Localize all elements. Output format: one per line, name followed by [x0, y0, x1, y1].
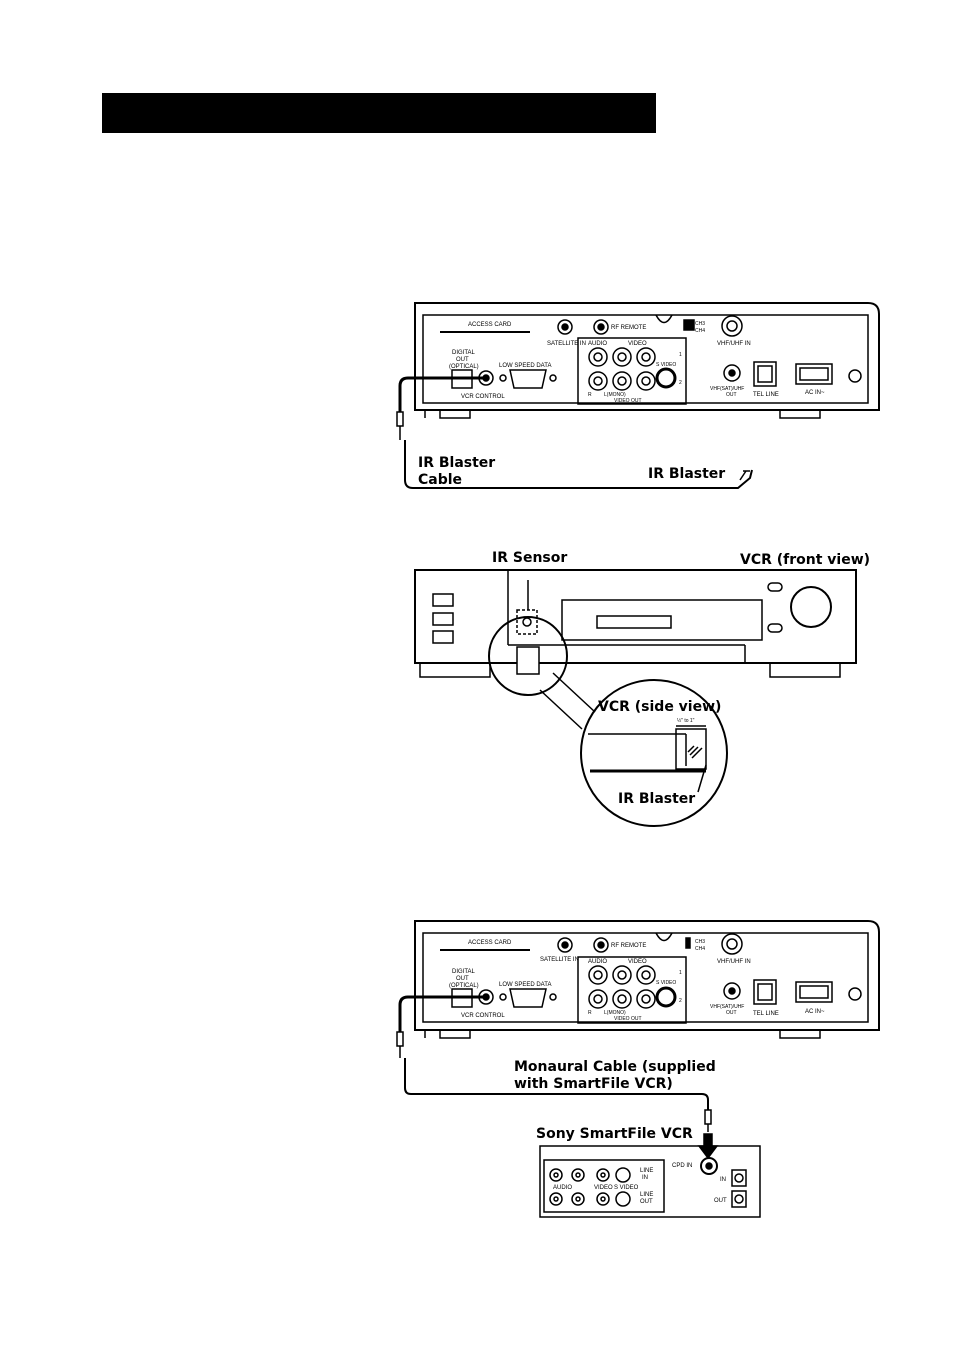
label-sf-video: VIDEO — [594, 1185, 613, 1191]
label-vcr-control: VCR CONTROL — [461, 394, 505, 400]
label-digital-2: DIGITAL — [452, 969, 476, 975]
label-one-2: 1 — [679, 970, 682, 976]
label-sf-s-video: S VIDEO — [614, 1185, 639, 1191]
label-vcr-side-view: VCR (side view) — [598, 699, 721, 715]
label-audio-2: AUDIO — [588, 959, 607, 965]
label-rf-remote: RF REMOTE — [611, 325, 646, 331]
label-low-speed-data: LOW SPEED DATA — [499, 363, 551, 369]
label-line-out-1: LINE — [640, 1192, 653, 1198]
label-ch4-2: CH4 — [695, 946, 705, 952]
label-sf-out: OUT — [714, 1198, 727, 1204]
label-ir-sensor: IR Sensor — [492, 550, 567, 566]
label-vhf-sat-uhf-2: VHF(SAT)/UHF — [710, 1004, 744, 1010]
label-vcr-front-view: VCR (front view) — [740, 552, 870, 568]
label-s-video-2: S VIDEO — [656, 980, 676, 986]
label-sf-audio: AUDIO — [553, 1185, 572, 1191]
label-ch4: CH4 — [695, 328, 705, 334]
label-audio: AUDIO — [588, 341, 607, 347]
label-tel-line: TEL LINE — [753, 392, 779, 398]
label-vhf-out: OUT — [726, 392, 737, 398]
label-satellite-in-2: SATELLITE IN — [540, 957, 579, 963]
label-satellite-in: SATELLITE IN — [547, 341, 586, 347]
label-monaural-cable-1: Monaural Cable (supplied — [514, 1059, 716, 1075]
label-tel-line-2: TEL LINE — [753, 1011, 779, 1017]
ir-blaster-cable — [396, 376, 753, 489]
smartfile-vcr-rear — [539, 1145, 761, 1218]
label-distance: ½" to 1" — [677, 717, 695, 724]
label-vhf-uhf-in-2: VHF/UHF IN — [717, 959, 751, 965]
label-ch3: CH3 — [695, 321, 705, 327]
label-line-in-1: LINE — [640, 1168, 653, 1174]
label-sony-smartfile-vcr: Sony SmartFile VCR — [536, 1126, 693, 1142]
label-vcr-control-2: VCR CONTROL — [461, 1013, 505, 1019]
label-line-out-2: OUT — [640, 1199, 653, 1205]
label-access-card: ACCESS CARD — [468, 322, 512, 328]
receiver-rear-panel-1 — [414, 302, 880, 419]
label-optical-2: (OPTICAL) — [449, 983, 479, 989]
receiver-rear-panel-2 — [414, 920, 880, 1039]
label-rf-remote-2: RF REMOTE — [611, 943, 646, 949]
label-r: R — [588, 392, 592, 398]
label-r-2: R — [588, 1010, 592, 1016]
label-vhf-uhf-in: VHF/UHF IN — [717, 341, 751, 347]
label-line-in-2: IN — [642, 1175, 648, 1181]
label-digital: DIGITAL — [452, 350, 476, 356]
label-access-card-2: ACCESS CARD — [468, 940, 512, 946]
rear-panel-2-labels: ACCESS CARD SATELLITE IN RF REMOTE CH3 C… — [449, 939, 825, 1022]
smartfile-labels: AUDIO VIDEO S VIDEO LINE IN LINE OUT CPD… — [553, 1163, 727, 1205]
label-s-video: S VIDEO — [656, 362, 676, 368]
label-vhf-out-2: OUT — [726, 1010, 737, 1016]
label-in: IN — [720, 1177, 726, 1183]
label-ac-in: AC IN~ — [805, 390, 825, 396]
label-ir-blaster: IR Blaster — [648, 466, 725, 482]
label-vhf-sat-uhf: VHF(SAT)/UHF — [710, 386, 744, 392]
label-video-out-2: VIDEO OUT — [614, 1016, 642, 1022]
label-out-2: OUT — [456, 976, 469, 982]
section-title-bar — [102, 93, 656, 133]
label-ir-blaster-side: IR Blaster — [618, 791, 695, 807]
label-one: 1 — [679, 352, 682, 358]
label-two: 2 — [679, 380, 682, 386]
label-video-out: VIDEO OUT — [614, 398, 642, 404]
rear-panel-1-labels: ACCESS CARD SATELLITE IN RF REMOTE CH3 C… — [449, 321, 825, 404]
label-l-mono-2: L(MONO) — [604, 1010, 626, 1016]
label-ac-in-2: AC IN~ — [805, 1009, 825, 1015]
label-low-speed-data-2: LOW SPEED DATA — [499, 982, 551, 988]
label-out: OUT — [456, 357, 469, 363]
label-cpd-in: CPD IN — [672, 1163, 692, 1169]
label-ir-blaster-cable-1: IR Blaster — [418, 455, 495, 471]
label-ch3-2: CH3 — [695, 939, 705, 945]
label-video: VIDEO — [628, 341, 647, 347]
label-monaural-cable-2: with SmartFile VCR) — [514, 1076, 673, 1092]
monaural-cable — [396, 995, 719, 1160]
label-l-mono: L(MONO) — [604, 392, 626, 398]
label-video-2: VIDEO — [628, 959, 647, 965]
label-ir-blaster-cable-2: Cable — [418, 472, 462, 488]
vcr-front-view — [414, 569, 857, 827]
label-two-2: 2 — [679, 998, 682, 1004]
label-optical: (OPTICAL) — [449, 364, 479, 370]
